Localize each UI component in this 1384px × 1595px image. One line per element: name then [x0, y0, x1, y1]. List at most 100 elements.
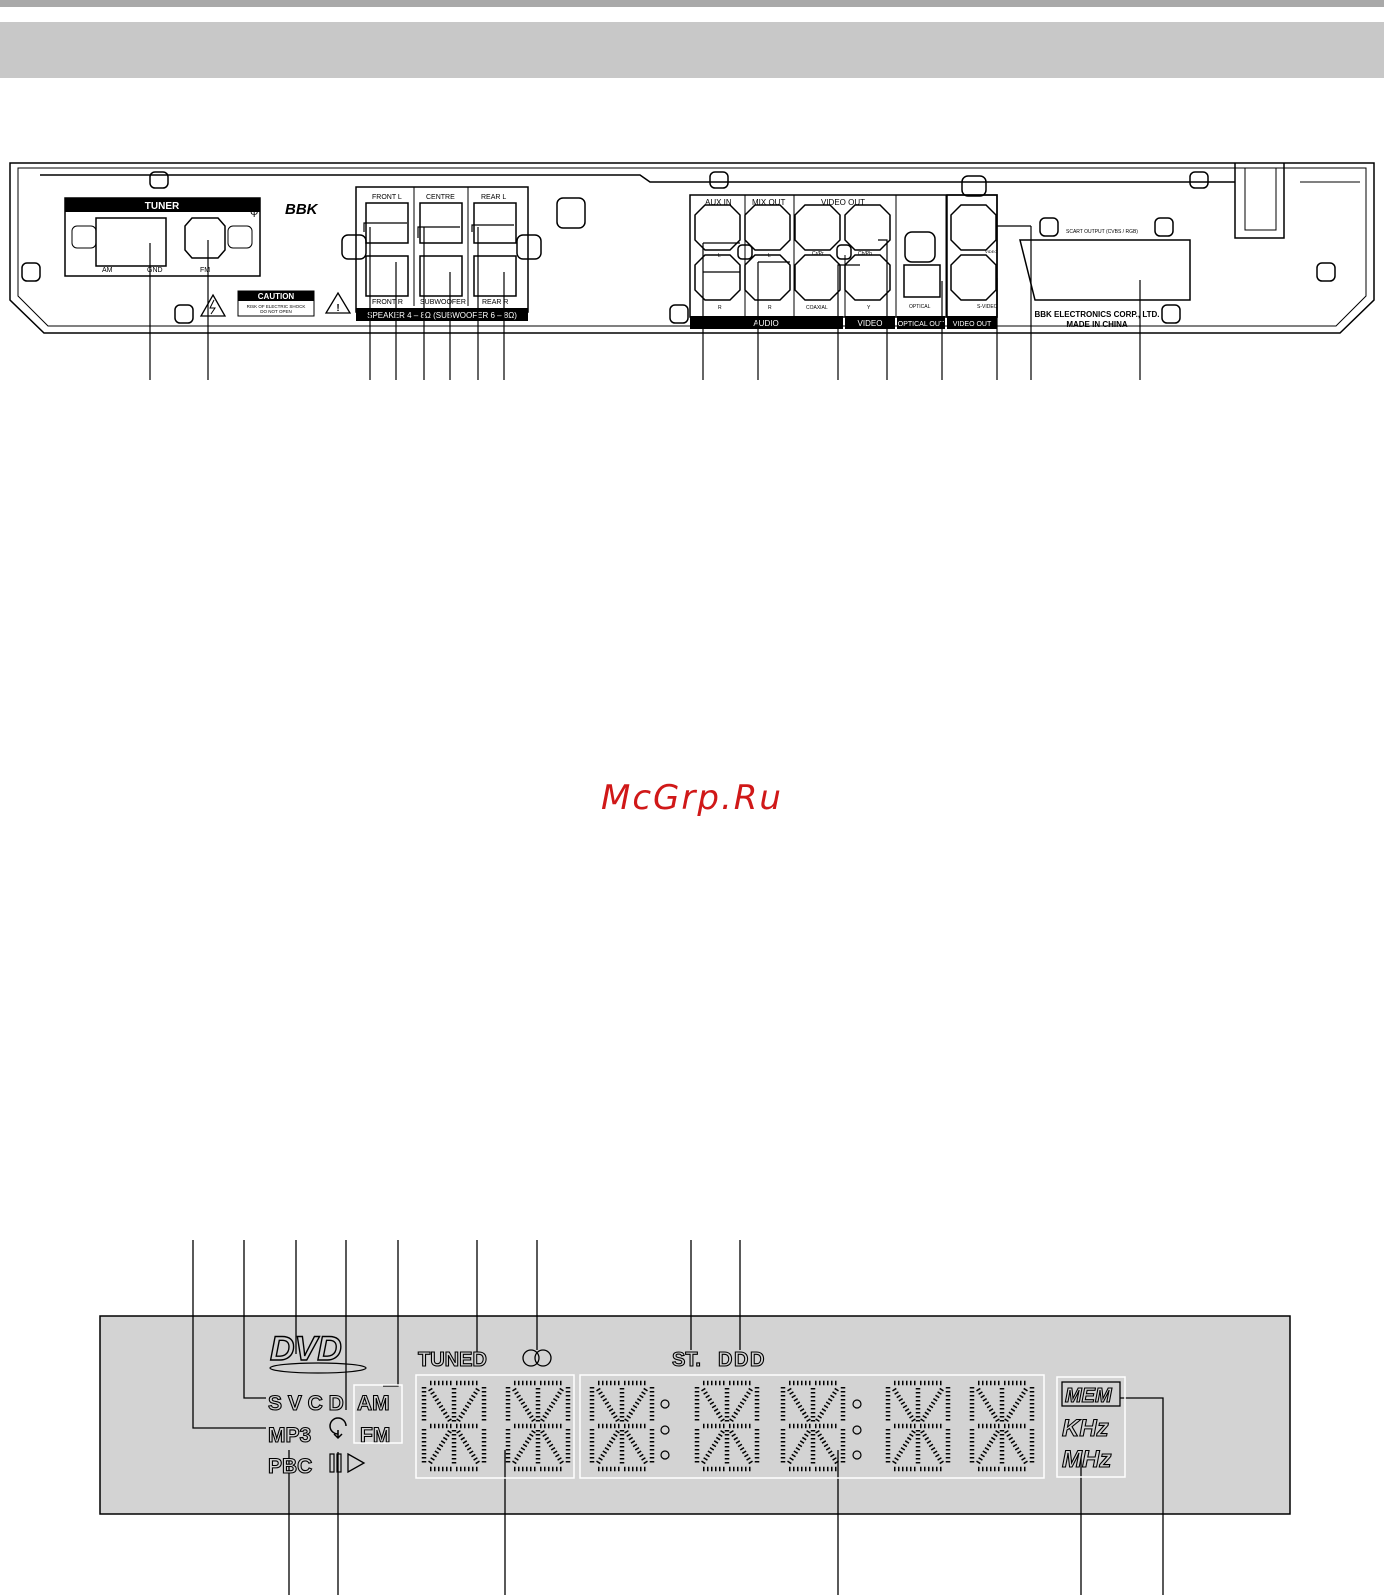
rear-l-label: REAR L: [481, 194, 506, 201]
gnd-label: GND: [147, 267, 163, 274]
optical-label: OPTICAL: [909, 304, 931, 310]
dolby-indicator: D D D: [717, 1348, 765, 1371]
video-jack-label: VIDEO: [985, 249, 997, 254]
digit-cell: [589, 1380, 655, 1472]
aux-r-label: R: [718, 305, 722, 311]
mp3-indicator: MP3: [268, 1424, 311, 1447]
digit-cell: [421, 1380, 487, 1472]
speaker-spec-label: SPEAKER 4 – 8Ω (SUBWOOFER 6 – 8Ω): [367, 311, 517, 320]
s-video-jack[interactable]: [950, 254, 997, 301]
am-label: AM: [102, 267, 113, 274]
y-label: Y: [867, 305, 871, 311]
svg-text:D: D: [734, 1349, 748, 1371]
scart-label: SCART OUTPUT (CVBS / RGB): [1066, 229, 1138, 235]
video-out-bar-label: VIDEO OUT: [953, 321, 992, 328]
cr-pr-label: Cr/Pr: [812, 251, 824, 257]
digit-cell: [885, 1380, 951, 1472]
svg-text:D: D: [750, 1349, 764, 1371]
coaxial-label: COAXIAL: [806, 305, 828, 311]
cr-pr-jack[interactable]: [794, 204, 841, 251]
front-r-terminal[interactable]: [365, 255, 409, 297]
play-icon: [347, 1452, 366, 1474]
svg-text:RISK OF ELECTRIC SHOCK: RISK OF ELECTRIC SHOCK: [247, 304, 306, 309]
caution-label: CAUTION RISK OF ELECTRIC SHOCK DO NOT OP…: [237, 290, 315, 317]
mix-out-r-jack[interactable]: [744, 254, 791, 301]
repeat-icon: [329, 1417, 347, 1440]
colon-dots: [660, 1399, 862, 1460]
sixteen-segment-digits: [421, 1380, 1035, 1472]
s-video-label: S-VIDEO: [977, 304, 998, 310]
tuner-block: TUNER AM GND FM Ψ: [64, 197, 261, 277]
coaxial-jack[interactable]: [794, 254, 841, 301]
svg-text:CAUTION: CAUTION: [258, 292, 295, 301]
centre-terminal[interactable]: [419, 202, 463, 244]
stereo-rings-icon: [522, 1349, 552, 1367]
optical-out-bar-label: OPTICAL OUT: [898, 321, 945, 328]
mix-l-label: L: [768, 253, 771, 259]
maker-line-2: MADE IN CHINA: [1066, 320, 1128, 329]
tuner-title: TUNER: [145, 201, 180, 212]
video-bar-label: VIDEO: [858, 319, 883, 328]
cb-pb-jack[interactable]: [844, 204, 891, 251]
mhz-indicator: MHz: [1062, 1446, 1111, 1473]
aux-in-label: AUX IN: [705, 198, 732, 207]
khz-indicator: KHz: [1062, 1415, 1109, 1442]
subwoofer-label: SUBWOOFER: [420, 299, 466, 306]
tuned-indicator: TUNED: [418, 1349, 487, 1371]
fm-antenna-jack[interactable]: [184, 217, 226, 259]
mix-r-label: R: [768, 305, 772, 311]
svg-text:!: !: [336, 303, 339, 314]
scart-connector[interactable]: [1019, 239, 1191, 301]
subwoofer-terminal[interactable]: [419, 255, 463, 297]
optical-out-port[interactable]: [903, 264, 941, 298]
display-bottom-leaders: [288, 1397, 1164, 1595]
digit-cell: [780, 1380, 846, 1472]
electric-warning-icon: [199, 293, 227, 317]
left-digit-group: [415, 1374, 575, 1479]
digit-cell: [969, 1380, 1035, 1472]
rear-r-label: REAR R: [482, 299, 508, 306]
audio-bar-label: AUDIO: [753, 319, 778, 328]
display-top-leaders: [192, 1240, 741, 1429]
mix-out-l-jack[interactable]: [744, 204, 791, 251]
maker-line-1: BBK ELECTRONICS CORP., LTD.: [1034, 310, 1159, 319]
display-panel-diagram: DVD TUNED ST. S V C D AM MP3 FM PBC D D …: [99, 1240, 1291, 1595]
am-indicator: AM: [357, 1392, 390, 1415]
aux-in-r-jack[interactable]: [694, 254, 741, 301]
dvd-logo: DVD: [269, 1329, 367, 1374]
svg-text:DO NOT OPEN: DO NOT OPEN: [260, 309, 291, 314]
am-terminal[interactable]: [95, 217, 167, 267]
pbc-indicator: PBC: [268, 1455, 312, 1478]
rear-l-terminal[interactable]: [473, 202, 517, 244]
digit-cell: [505, 1380, 571, 1472]
svcd-indicator: S V C D: [268, 1392, 344, 1415]
brand-logo: BBK: [285, 201, 319, 218]
rear-r-terminal[interactable]: [473, 255, 517, 297]
right-digit-group: [579, 1374, 1045, 1479]
fm-label: FM: [200, 267, 210, 274]
top-rule: [0, 0, 1384, 7]
header-band: [0, 22, 1384, 78]
y-jack[interactable]: [844, 254, 891, 301]
video-out-top-label: VIDEO OUT: [821, 198, 865, 207]
mem-indicator: MEM: [1065, 1385, 1113, 1407]
front-l-label: FRONT L: [372, 194, 402, 201]
centre-label: CENTRE: [426, 194, 455, 201]
video-out-jack[interactable]: [950, 204, 997, 251]
cb-pb-label: Cb/Pb: [858, 251, 872, 257]
rear-leader-lines: [149, 222, 1141, 380]
svg-text:DVD: DVD: [270, 1330, 342, 1368]
stereo-indicator: ST.: [672, 1349, 701, 1371]
watermark-text: McGrp.Ru: [601, 778, 783, 818]
mix-out-label: MIX OUT: [752, 198, 785, 207]
digit-cell: [694, 1380, 760, 1472]
aux-l-label: L: [718, 253, 721, 259]
front-r-label: FRONT R: [372, 299, 403, 306]
aux-in-l-jack[interactable]: [694, 204, 741, 251]
speaker-terminals: [341, 186, 542, 313]
pause-icon: [329, 1453, 342, 1473]
antenna-icon: Ψ: [250, 209, 258, 220]
exclamation-warning-icon: !: [324, 291, 352, 314]
svg-text:D: D: [718, 1349, 732, 1371]
rear-panel-diagram: TUNER AM GND FM Ψ BBK CAUTION RISK OF EL…: [9, 162, 1375, 380]
